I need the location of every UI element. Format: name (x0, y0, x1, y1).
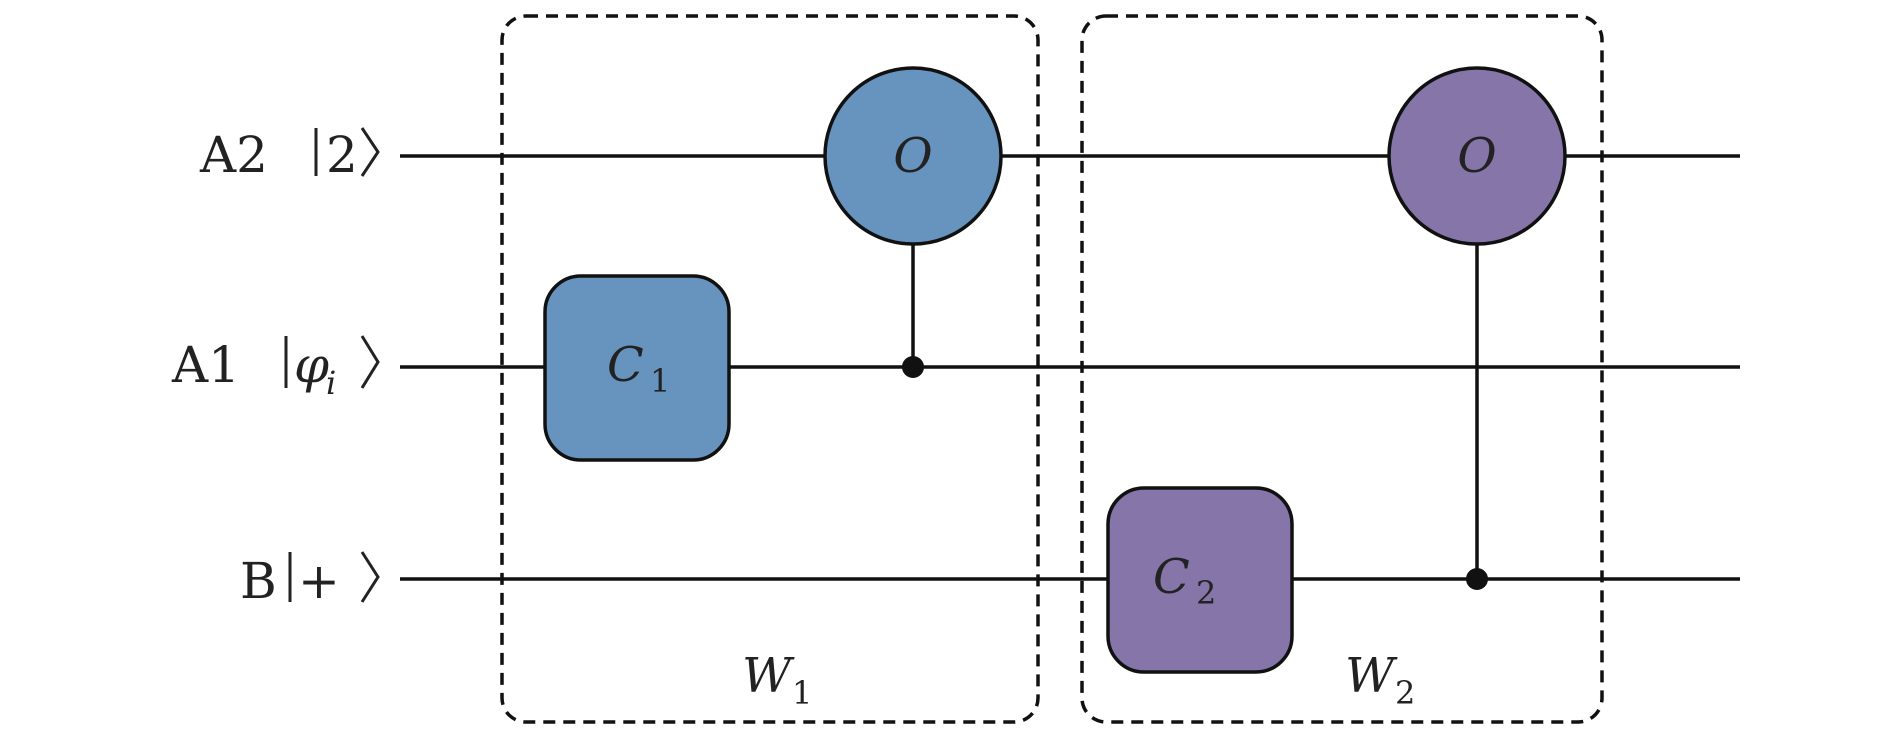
qubit-name-b: B (240, 552, 277, 610)
qubit-state-a1: φ (294, 336, 329, 394)
gate-o2: O (1387, 66, 1567, 246)
qubit-state-sub-a1: i (326, 364, 336, 402)
gate-o1-circle (823, 66, 1003, 246)
gate-o2-circle (1387, 66, 1567, 246)
ket-angle-a2 (360, 127, 380, 177)
window-w1 (500, 14, 1040, 724)
window-label-w2: W 2 (1345, 648, 1415, 712)
qubit-label-b: B + (240, 551, 380, 610)
window-label-w1-sub: 1 (792, 674, 812, 712)
gate-c1-sub: 1 (650, 362, 670, 400)
gate-o2-label: O (1457, 128, 1496, 184)
control-dot-o2 (1466, 568, 1488, 590)
qubit-state-a2: 2 (326, 126, 358, 184)
control-dot-o1 (902, 356, 924, 378)
window-label-w2-main: W (1345, 648, 1398, 704)
window-label-w1-main: W (742, 648, 795, 704)
qubit-label-a2: A2 2 (199, 126, 380, 184)
gate-c2: C 2 (1106, 486, 1294, 674)
gate-c2-box (1106, 486, 1294, 674)
gate-o1-label: O (893, 128, 932, 184)
window-label-w2-sub: 2 (1395, 674, 1415, 712)
qubit-state-b: + (298, 552, 340, 610)
window-w2 (1080, 14, 1604, 724)
ket-angle-a1 (360, 335, 380, 389)
gate-c1-label: C (607, 337, 644, 393)
gate-o1: O (823, 66, 1003, 246)
qubit-name-a2: A2 (199, 126, 268, 184)
gate-c1-box (543, 274, 731, 462)
qubit-name-a1: A1 (171, 336, 240, 394)
gate-c2-sub: 2 (1196, 574, 1216, 612)
gate-c1: C 1 (543, 274, 731, 462)
gate-c2-label: C (1153, 549, 1190, 605)
qubit-label-a1: A1 φ i (171, 335, 380, 402)
ket-angle-b (360, 551, 380, 603)
window-label-w1: W 1 (742, 648, 812, 712)
